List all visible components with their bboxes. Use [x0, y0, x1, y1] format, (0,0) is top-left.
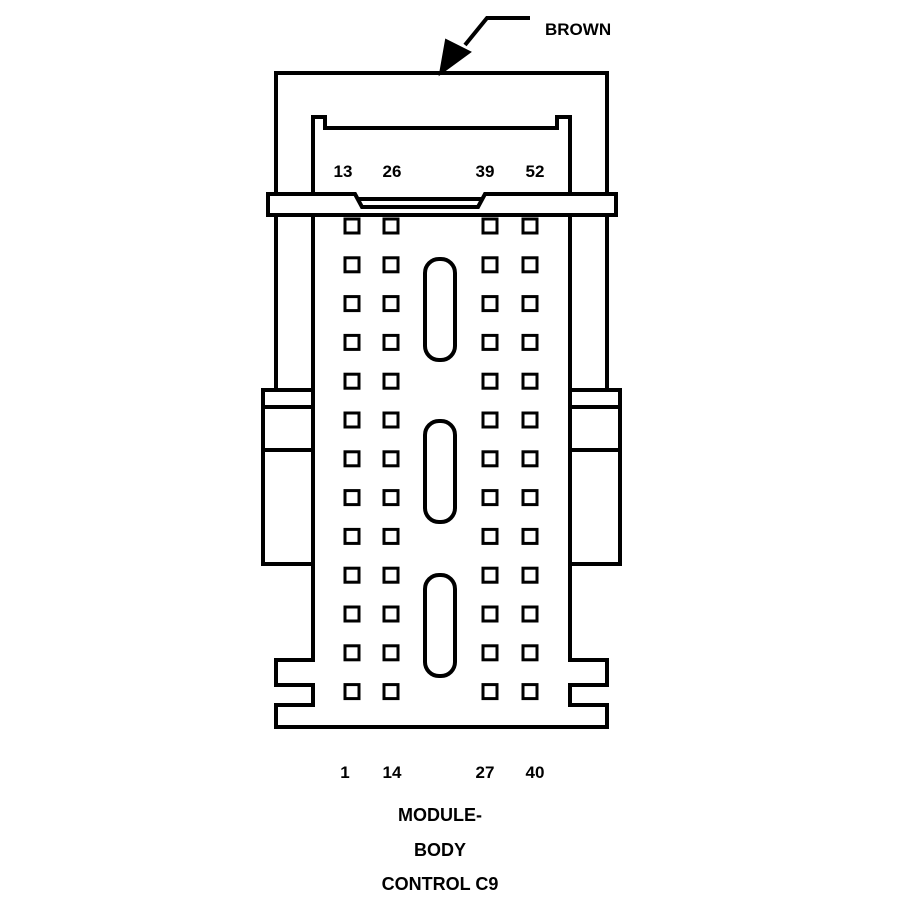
pin-cavity — [343, 566, 361, 584]
pin-cavity — [343, 527, 361, 545]
pin-cavity — [382, 372, 400, 390]
caption-line-2: BODY — [414, 840, 466, 860]
pin-cavity — [481, 683, 499, 701]
pin-cavity — [343, 256, 361, 274]
pin-cavity — [481, 527, 499, 545]
pin-cavity — [481, 217, 499, 235]
pin-cavity — [521, 644, 539, 662]
pin-cavity — [382, 256, 400, 274]
connector-flange — [266, 192, 618, 217]
caption-line-3: CONTROL C9 — [382, 874, 499, 894]
pin-cavity — [382, 450, 400, 468]
pin-cavity — [382, 411, 400, 429]
pin-cavity — [521, 605, 539, 623]
pin-cavity — [343, 683, 361, 701]
pin-cavity — [382, 489, 400, 507]
pin-cavity — [521, 333, 539, 351]
pin-cavity — [521, 256, 539, 274]
pin-cavity — [481, 489, 499, 507]
pin-cavity — [481, 333, 499, 351]
pin-cavity — [382, 644, 400, 662]
pin-cavity — [343, 295, 361, 313]
connector-hood — [274, 71, 609, 201]
pin-cavity — [521, 527, 539, 545]
pin-cavity — [521, 411, 539, 429]
pin-cavity — [521, 489, 539, 507]
pin-cavity — [521, 683, 539, 701]
pin-cavity — [343, 450, 361, 468]
pin-cavity — [481, 411, 499, 429]
pin-cavity — [521, 450, 539, 468]
pin-cavity — [343, 217, 361, 235]
pin-cavity — [382, 217, 400, 235]
pin-cavity — [343, 411, 361, 429]
pin-cavity — [481, 256, 499, 274]
pin-cavity — [382, 295, 400, 313]
pin-cavity — [343, 605, 361, 623]
callout-arrowhead-icon — [438, 38, 472, 77]
pin-cavity — [382, 605, 400, 623]
latch-channel — [311, 115, 572, 197]
pin-cavity — [481, 372, 499, 390]
keying-slot-3 — [423, 573, 457, 678]
pin-cavity — [382, 527, 400, 545]
pin-cavity — [343, 489, 361, 507]
pin-cavity — [382, 566, 400, 584]
pin-cavity — [481, 295, 499, 313]
callout-leader-line — [463, 16, 530, 47]
pin-cavity — [521, 566, 539, 584]
caption-line-1: MODULE- — [398, 805, 482, 825]
left-side-rib — [261, 388, 315, 566]
pin-label-top-1: 13 — [334, 162, 353, 181]
pin-label-top-2: 26 — [383, 162, 402, 181]
pin-cavity — [521, 217, 539, 235]
pin-cavity — [481, 644, 499, 662]
pin-cavity — [382, 683, 400, 701]
pin-label-bottom-4: 40 — [526, 763, 545, 782]
pin-label-bottom-1: 1 — [340, 763, 349, 782]
pin-cavity-grid — [343, 217, 539, 701]
right-side-rib — [568, 388, 622, 566]
pin-cavity — [521, 372, 539, 390]
color-label: BROWN — [545, 20, 611, 39]
pin-cavity — [481, 566, 499, 584]
pin-label-bottom-3: 27 — [476, 763, 495, 782]
pin-cavity — [343, 333, 361, 351]
keying-slot-2 — [423, 419, 457, 524]
keying-slot-1 — [423, 257, 457, 362]
pin-cavity — [481, 450, 499, 468]
pin-cavity — [343, 644, 361, 662]
pin-label-top-4: 52 — [526, 162, 545, 181]
pin-label-bottom-2: 14 — [383, 763, 402, 782]
pin-cavity — [481, 605, 499, 623]
pin-cavity — [343, 372, 361, 390]
pin-cavity — [521, 295, 539, 313]
pin-cavity — [382, 333, 400, 351]
pin-label-top-3: 39 — [476, 162, 495, 181]
